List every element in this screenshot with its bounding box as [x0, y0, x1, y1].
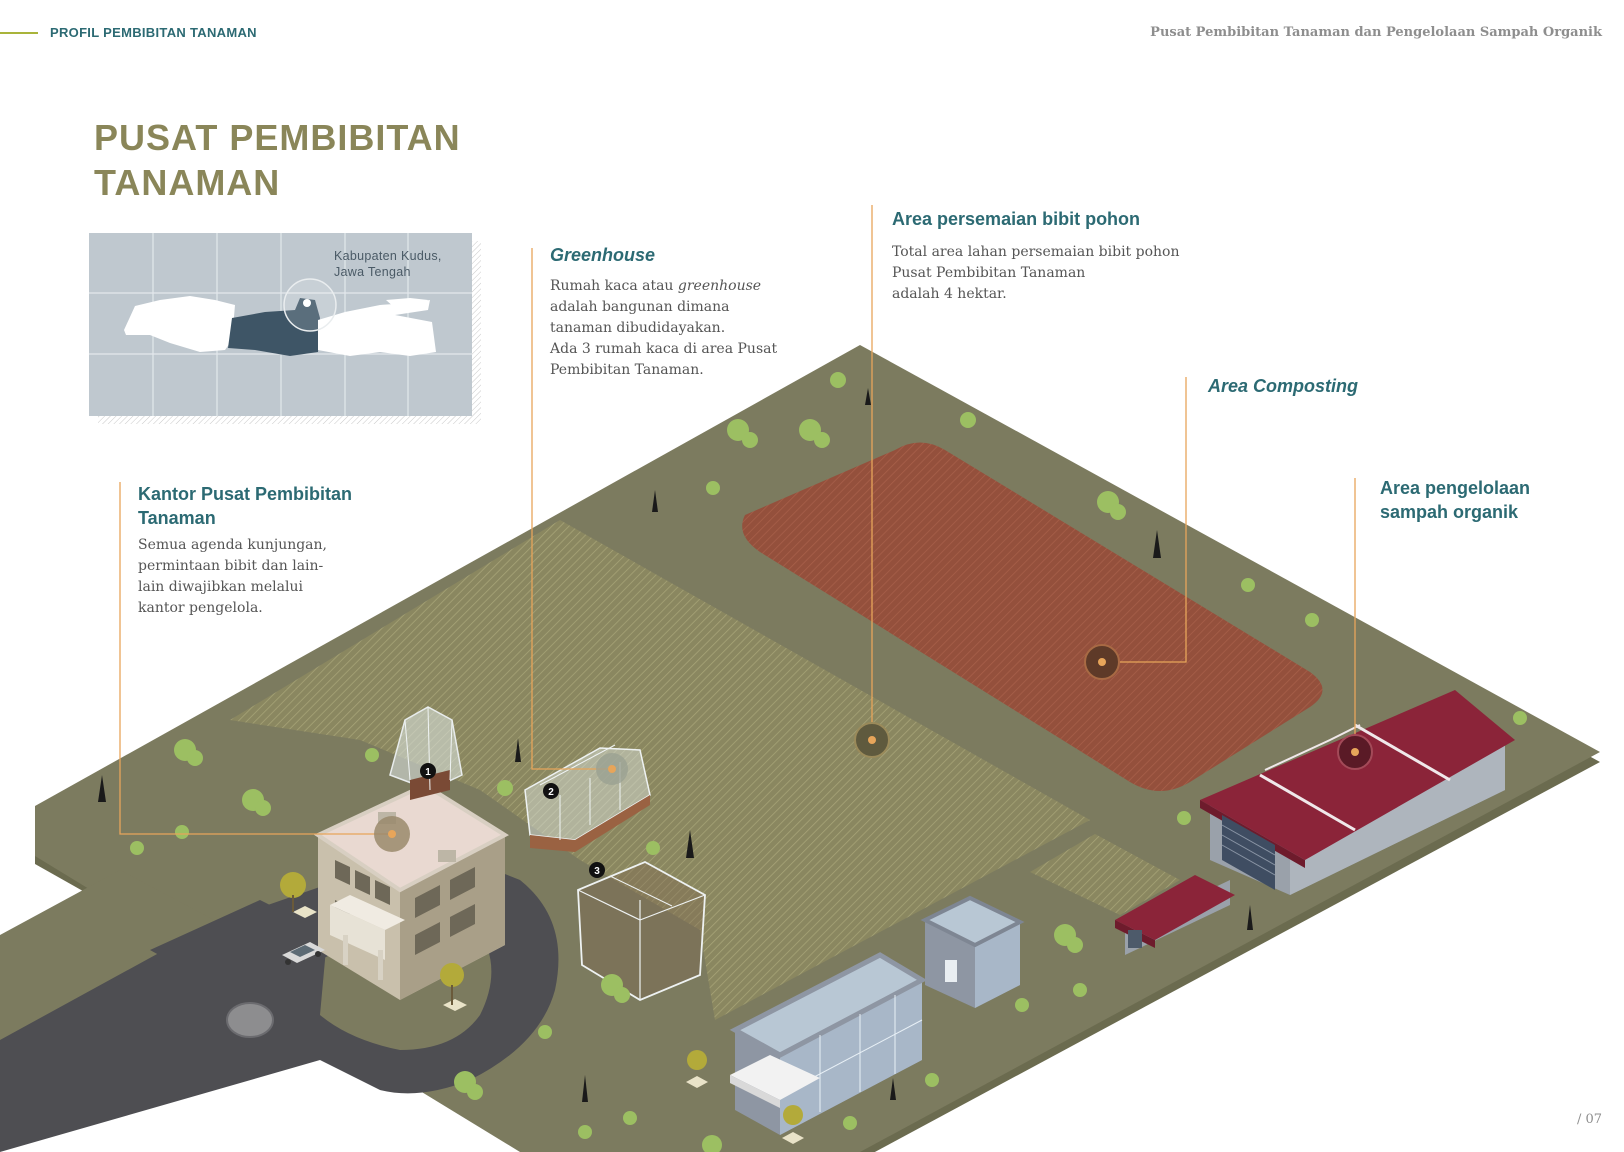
kantor-label-title: Kantor Pusat Pembibitan Tanaman [138, 482, 352, 530]
warehouse [1200, 690, 1515, 895]
location-map [89, 233, 481, 424]
svg-text:3: 3 [594, 866, 600, 877]
yellow-trees [280, 872, 804, 1144]
persemaian-body-line: adalah 4 hektar. [892, 286, 1007, 302]
location-marker-composting [1084, 644, 1120, 680]
location-marker-pengelolaan [1337, 734, 1373, 770]
car [282, 942, 325, 965]
greenhouse-badge-3: 3 [589, 862, 605, 878]
trees [130, 372, 1527, 1152]
modern-building [729, 952, 928, 1135]
map-location-label: Kabupaten Kudus, Jawa Tengah [334, 248, 442, 280]
kantor-title-line2: Tanaman [138, 508, 216, 528]
persemaian-body-line: Pusat Pembibitan Tanaman [892, 265, 1086, 281]
greenhouse-body-line: tanaman dibudidayakan. [550, 320, 726, 336]
pengelolaan-title-line1: Area pengelolaan [1380, 478, 1531, 498]
greenhouse-label-body: Rumah kaca atau greenhouse adalah bangun… [550, 276, 777, 381]
map-location-line1: Kabupaten Kudus, [334, 249, 442, 263]
persemaian-label-title: Area persemaian bibit pohon [892, 209, 1141, 229]
greenhouse-badge-1: 1 [420, 763, 436, 779]
greenhouse-label-title: Greenhouse [550, 245, 656, 265]
greenhouse-body-text: Rumah kaca atau [550, 278, 678, 294]
document-title: Pusat Pembibitan Tanaman dan Pengelolaan… [1150, 25, 1602, 40]
grass-field-left [230, 520, 1090, 1020]
composting-label-title: Area Composting [1208, 376, 1359, 396]
greenhouse-3 [577, 861, 706, 1002]
location-marker-kantor [374, 816, 410, 852]
page-title-line2: TANAMAN [94, 162, 281, 203]
persemaian-label-body: Total area lahan persemaian bibit pohon … [892, 242, 1180, 305]
kantor-body-line: lain diwajibkan melalui [138, 579, 303, 595]
svg-text:2: 2 [548, 787, 554, 798]
kantor-body-line: permintaan bibit dan lain- [138, 558, 324, 574]
small-building [920, 895, 1025, 1008]
page-title: PUSAT PEMBIBITAN TANAMAN [94, 115, 461, 205]
conifer-trees [98, 388, 1253, 1102]
map-location-line2: Jawa Tengah [334, 265, 411, 279]
compost-area [742, 442, 1323, 791]
location-marker-greenhouse [596, 753, 628, 785]
kantor-body-line: Semua agenda kunjungan, [138, 537, 327, 553]
greenhouse-body-line: adalah bangunan dimana [550, 299, 730, 315]
greenhouse-body-line: Pembibitan Tanaman. [550, 362, 704, 378]
greenhouse-1 [389, 706, 463, 800]
pengelolaan-label-title: Area pengelolaan sampah organik [1380, 476, 1530, 524]
kantor-label-body: Semua agenda kunjungan, permintaan bibit… [138, 535, 327, 619]
leader-lines [119, 205, 1356, 835]
grass-field-right [1030, 834, 1180, 915]
header-accent-line [0, 32, 38, 34]
persemaian-body-line: Total area lahan persemaian bibit pohon [892, 244, 1180, 260]
kantor-body-line: kantor pengelola. [138, 600, 263, 616]
greenhouse-body-em: greenhouse [677, 278, 762, 294]
pengelolaan-title-line2: sampah organik [1380, 502, 1519, 522]
page-title-line1: PUSAT PEMBIBITAN [94, 117, 461, 158]
section-header: PROFIL PEMBIBITAN TANAMAN [50, 25, 257, 40]
page-number: / 07 [1576, 1112, 1602, 1127]
greenhouse-badge-2: 2 [543, 783, 559, 799]
small-shed [1115, 875, 1235, 955]
greenhouse-body-line: Rumah kaca atau greenhouse [550, 276, 777, 297]
office-building [313, 782, 510, 1000]
location-marker-persemaian [854, 722, 890, 758]
svg-text:1: 1 [425, 767, 431, 778]
kantor-title-line1: Kantor Pusat Pembibitan [138, 484, 353, 504]
greenhouse-body-line: Ada 3 rumah kaca di area Pusat [550, 341, 778, 357]
